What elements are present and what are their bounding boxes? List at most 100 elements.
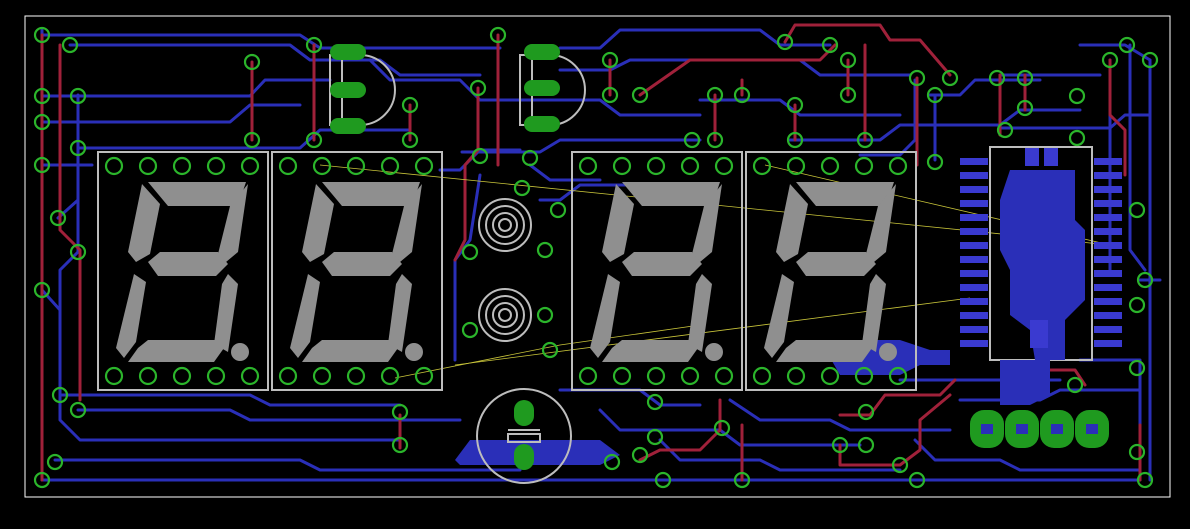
- display-segment: [590, 274, 620, 358]
- display-segment: [302, 340, 398, 362]
- display-1: [97, 151, 269, 391]
- display-segment: [392, 184, 422, 262]
- button-1: [478, 198, 532, 252]
- via: [33, 156, 51, 174]
- via: [1128, 443, 1146, 461]
- electrolytic-capacitor: +: [476, 388, 572, 484]
- via: [1128, 296, 1146, 314]
- ic-pin-pad: [960, 242, 988, 249]
- ic-pin-pad: [1094, 228, 1122, 235]
- via: [786, 131, 804, 149]
- ic-pin-pad: [1094, 256, 1122, 263]
- display-segment: [322, 252, 402, 276]
- display-segment: [692, 184, 722, 262]
- via: [926, 86, 944, 104]
- ic-pin-pad: [960, 326, 988, 333]
- via: [305, 36, 323, 54]
- vias: [33, 26, 1159, 489]
- ic-pin-pad: [1094, 200, 1122, 207]
- display-segment: [116, 274, 146, 358]
- ic-footprint: [960, 146, 1122, 361]
- via: [941, 69, 959, 87]
- display-decimal-point: [231, 343, 249, 361]
- via: [646, 393, 664, 411]
- ic-pin-pad: [1094, 172, 1122, 179]
- ic-pin-pad: [1094, 270, 1122, 277]
- ic-pin-pad: [960, 340, 988, 347]
- display-segment: [796, 252, 876, 276]
- via: [69, 243, 87, 261]
- via: [521, 149, 539, 167]
- display-segment: [290, 274, 320, 358]
- ic-pin-pad: [1094, 326, 1122, 333]
- via: [1066, 376, 1084, 394]
- via: [305, 131, 323, 149]
- via: [831, 436, 849, 454]
- ic-pin-pad: [1094, 312, 1122, 319]
- display-segment: [128, 340, 224, 362]
- display-segment: [622, 182, 720, 206]
- via: [33, 281, 51, 299]
- board-outline: [24, 15, 1171, 498]
- display-segment: [866, 184, 896, 262]
- ic-pin-pad: [960, 312, 988, 319]
- via: [461, 243, 479, 261]
- ic-pin-pad: [960, 228, 988, 235]
- display-segment: [302, 184, 334, 262]
- ic-pin-pad: [960, 172, 988, 179]
- display-segment: [862, 274, 886, 352]
- via: [69, 139, 87, 157]
- ic-pin-pad: [960, 214, 988, 221]
- display-segment: [128, 184, 160, 262]
- via: [1136, 471, 1154, 489]
- ic-pin-pad: [1094, 214, 1122, 221]
- via: [601, 51, 619, 69]
- display-segment: [602, 184, 634, 262]
- via: [33, 87, 51, 105]
- via: [988, 69, 1006, 87]
- display-segment: [148, 252, 228, 276]
- via: [513, 179, 531, 197]
- via: [839, 51, 857, 69]
- via: [733, 471, 751, 489]
- via: [1068, 129, 1086, 147]
- via: [908, 471, 926, 489]
- via: [857, 436, 875, 454]
- via: [69, 87, 87, 105]
- via: [1128, 201, 1146, 219]
- via: [391, 403, 409, 421]
- display-decimal-point: [405, 343, 423, 361]
- via: [33, 471, 51, 489]
- via: [1016, 99, 1034, 117]
- ic-pin-pad: [960, 256, 988, 263]
- display-4: [745, 151, 917, 391]
- display-segment: [602, 340, 698, 362]
- via: [536, 306, 554, 324]
- display-segment: [218, 184, 248, 262]
- via: [401, 96, 419, 114]
- ic-pin-pad: [1094, 242, 1122, 249]
- via: [908, 69, 926, 87]
- display-segment: [622, 252, 702, 276]
- via: [706, 86, 724, 104]
- via: [49, 209, 67, 227]
- via: [549, 201, 567, 219]
- via: [243, 131, 261, 149]
- display-segment: [148, 182, 246, 206]
- via: [856, 131, 874, 149]
- via: [683, 131, 701, 149]
- display-3: [571, 151, 743, 391]
- via: [33, 26, 51, 44]
- ic-ground-pour: [1000, 170, 1085, 360]
- via: [541, 341, 559, 359]
- via: [706, 131, 724, 149]
- display-segment: [322, 182, 420, 206]
- via: [243, 53, 261, 71]
- via: [631, 446, 649, 464]
- via: [603, 453, 621, 471]
- display-decimal-point: [879, 343, 897, 361]
- via: [51, 386, 69, 404]
- ic-pin-pad: [1094, 298, 1122, 305]
- via: [646, 428, 664, 446]
- ic-pin-pad: [960, 270, 988, 277]
